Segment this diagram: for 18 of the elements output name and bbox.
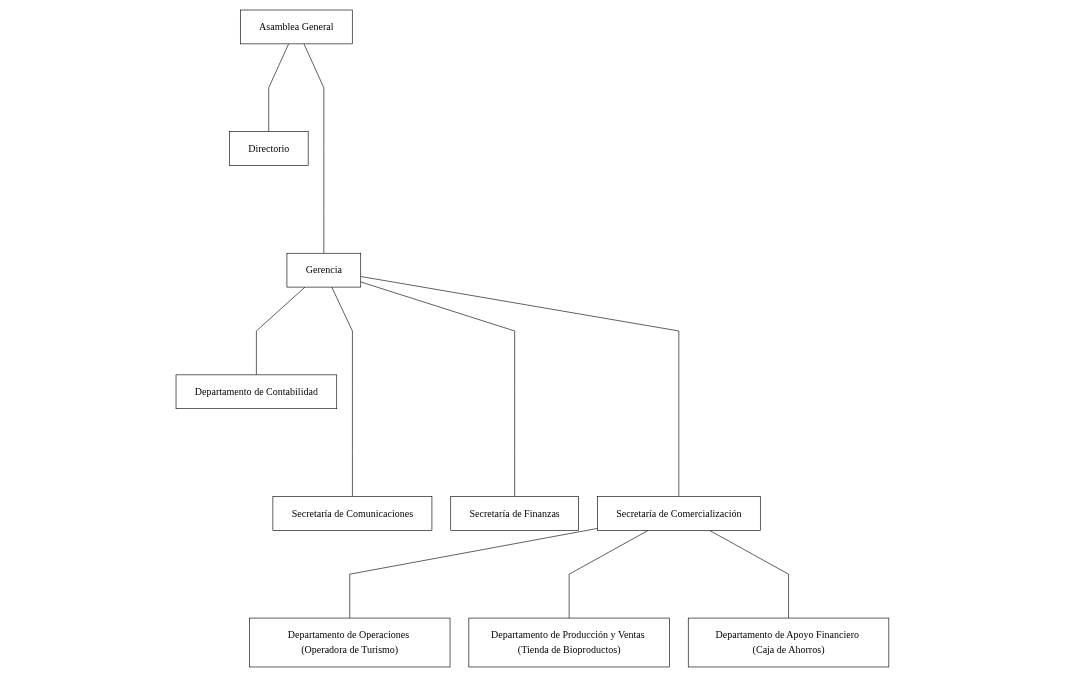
connector <box>268 43 289 132</box>
node-box: Secretaría de Comercialización <box>597 496 761 531</box>
connector <box>331 286 353 497</box>
connector <box>360 276 680 497</box>
connector <box>360 281 516 497</box>
node-box: Secretaría de Comunicaciones <box>272 496 433 531</box>
node-box: Secretaría de Finanzas <box>450 496 579 531</box>
node-box: Gerencia <box>286 252 362 288</box>
node-box: Departamento de Apoyo Financiero (Caja de Ahorros) <box>688 617 890 668</box>
node-box: Asamblea General <box>240 9 353 45</box>
node-box: Departamento de Contabilidad <box>175 374 338 409</box>
node-box: Departamento de Operaciones (Operadora de Turismo) <box>249 617 451 668</box>
connector <box>256 286 306 376</box>
connector <box>349 528 598 619</box>
node-box: Departamento de Producción y Ventas (Tienda de Bioproductos) <box>468 617 670 668</box>
connector <box>568 530 649 619</box>
connector <box>709 530 789 619</box>
node-box: Directorio <box>229 131 309 166</box>
